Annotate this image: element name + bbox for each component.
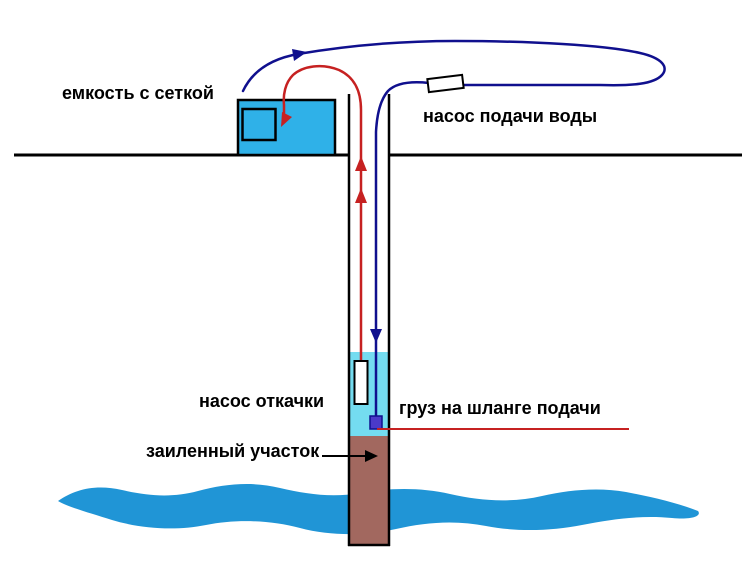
return-hose: [282, 64, 363, 365]
return-flow-arrow-up-1: [355, 156, 367, 171]
pumping-out-pump-box: [353, 360, 369, 405]
mesh-box: [241, 107, 277, 142]
label-tank-with-mesh: емкость с сеткой: [62, 83, 214, 103]
return-flow-arrow-up-2: [355, 188, 367, 203]
weight-block: [369, 415, 383, 430]
supply-flow-arrow-top: [292, 49, 307, 61]
label-weight-on-hose: груз на шланге подачи: [399, 398, 601, 418]
silt-arrow-head: [365, 450, 378, 462]
supply-pump-box: [426, 73, 465, 94]
label-silted-section: заиленный участок: [146, 441, 320, 461]
supply-hose-down-well: [374, 81, 431, 419]
supply-flow-arrow-down: [370, 329, 382, 343]
label-supply-pump: насос подачи воды: [423, 106, 598, 126]
return-flow-arrow-into-tank: [281, 112, 292, 127]
label-pumping-out-pump: насос откачки: [199, 391, 325, 411]
